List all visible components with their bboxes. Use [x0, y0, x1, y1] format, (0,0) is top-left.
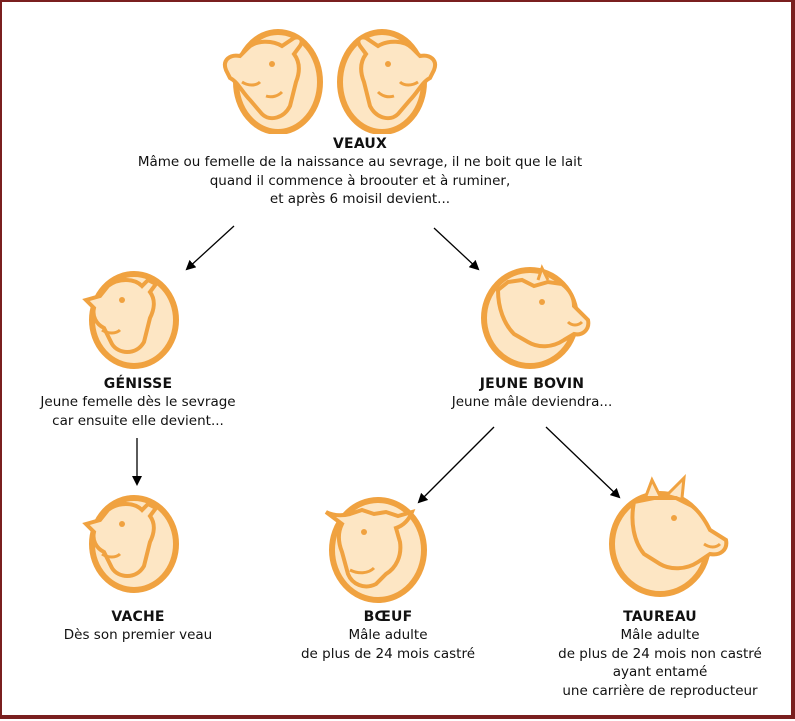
node-taureau-line: ayant entamé [535, 663, 785, 682]
node-boeuf: BŒUF Mâle adulte de plus de 24 mois cast… [278, 608, 498, 663]
node-boeuf-line: de plus de 24 mois castré [278, 645, 498, 664]
bull-icon [606, 474, 732, 598]
node-vache-title: VACHE [38, 608, 238, 626]
node-taureau-line: de plus de 24 mois non castré [535, 645, 785, 664]
calf-right-icon [336, 26, 440, 134]
arrow-jeune-bovin-to-boeuf [419, 427, 494, 502]
node-veaux-line: Mâme ou femelle de la naissance au sevra… [30, 153, 690, 172]
node-veaux-line: quand il commence à broouter et à rumine… [30, 172, 690, 191]
node-genisse-line: Jeune femelle dès le sevrage [18, 393, 258, 412]
node-taureau: TAUREAU Mâle adulte de plus de 24 mois n… [535, 608, 785, 700]
node-veaux-title: VEAUX [30, 135, 690, 153]
node-genisse: GÉNISSE Jeune femelle dès le sevrage car… [18, 375, 258, 430]
node-boeuf-line: Mâle adulte [278, 626, 498, 645]
node-vache-line: Dès son premier veau [38, 626, 238, 645]
node-veaux-line: et après 6 moisil devient... [30, 190, 690, 209]
arrow-veaux-to-genisse [187, 226, 234, 269]
ox-icon [320, 492, 436, 604]
node-jeune-bovin-line: Jeune mâle deviendra... [412, 393, 652, 412]
node-veaux-desc: Mâme ou femelle de la naissance au sevra… [30, 153, 690, 209]
node-jeune-bovin: JEUNE BOVIN Jeune mâle deviendra... [412, 375, 652, 412]
young-bull-icon [478, 264, 594, 370]
cow-icon [78, 490, 182, 594]
node-genisse-title: GÉNISSE [18, 375, 258, 393]
node-taureau-desc: Mâle adulte de plus de 24 mois non castr… [535, 626, 785, 700]
node-genisse-line: car ensuite elle devient... [18, 412, 258, 431]
node-taureau-title: TAUREAU [535, 608, 785, 626]
calf-left-icon [220, 26, 324, 134]
node-vache-desc: Dès son premier veau [38, 626, 238, 645]
node-boeuf-title: BŒUF [278, 608, 498, 626]
arrow-veaux-to-jeune-bovin [434, 228, 478, 269]
node-boeuf-desc: Mâle adulte de plus de 24 mois castré [278, 626, 498, 663]
node-vache: VACHE Dès son premier veau [38, 608, 238, 645]
node-jeune-bovin-desc: Jeune mâle deviendra... [412, 393, 652, 412]
node-veaux: VEAUX Mâme ou femelle de la naissance au… [30, 135, 690, 209]
node-taureau-line: une carrière de reproducteur [535, 682, 785, 701]
node-jeune-bovin-title: JEUNE BOVIN [412, 375, 652, 393]
node-taureau-line: Mâle adulte [535, 626, 785, 645]
heifer-icon [78, 266, 182, 370]
node-genisse-desc: Jeune femelle dès le sevrage car ensuite… [18, 393, 258, 430]
